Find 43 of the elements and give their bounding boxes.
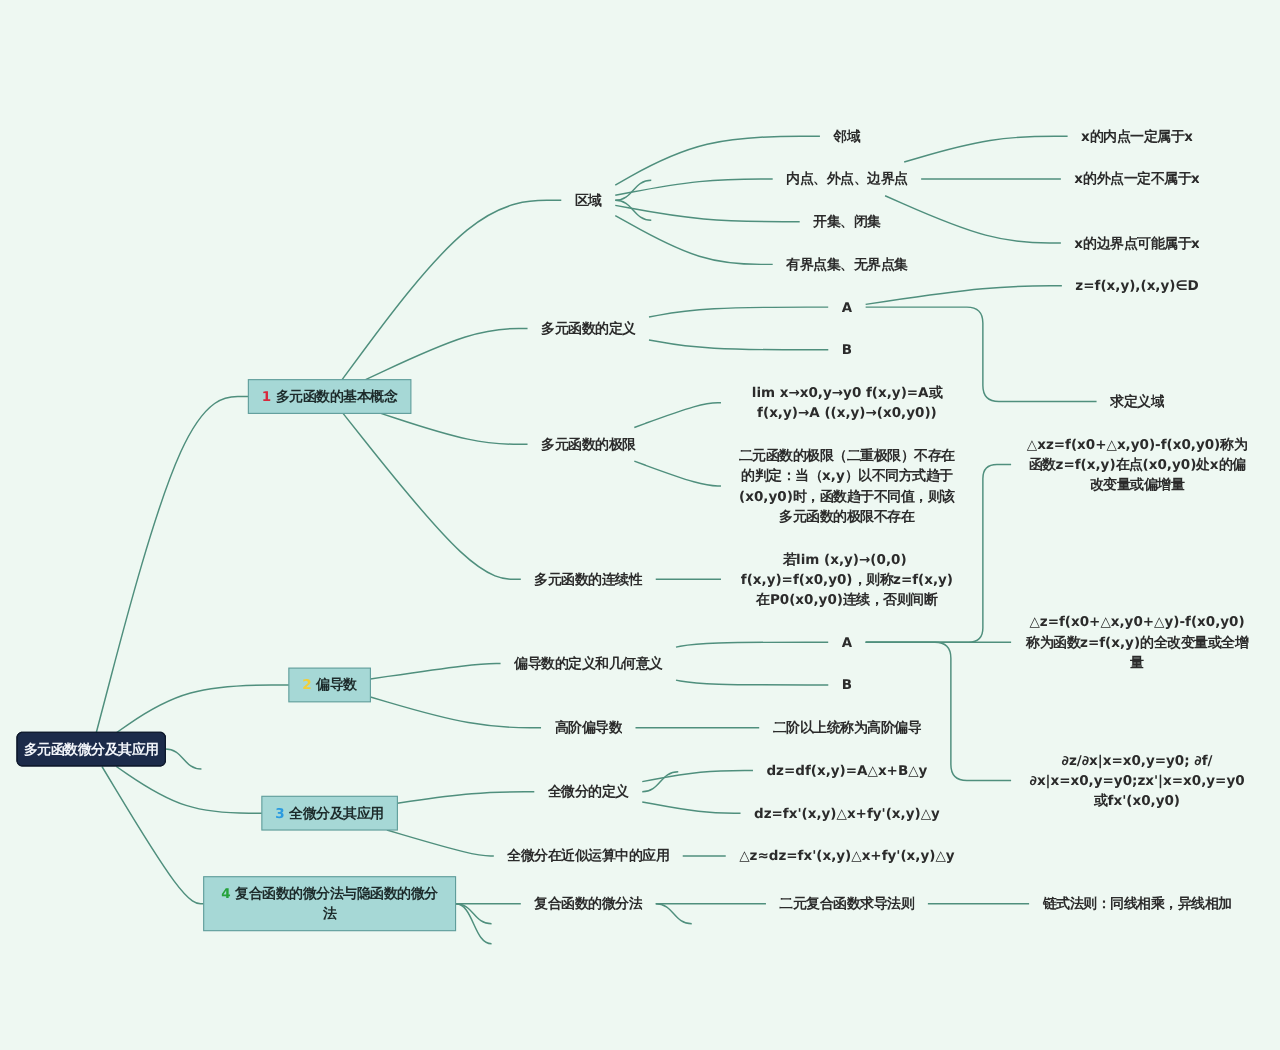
branch-line	[614, 199, 652, 221]
branch-line	[864, 641, 1012, 782]
branch-line	[884, 195, 1062, 244]
branch-line	[454, 902, 493, 925]
branch-line	[655, 578, 722, 580]
branch-line	[614, 204, 801, 223]
branch-line	[115, 765, 263, 814]
branch-line	[364, 327, 529, 381]
branch-line	[927, 902, 1030, 905]
branch-line	[634, 726, 760, 729]
branch-line	[614, 179, 652, 201]
branch-line	[115, 684, 290, 734]
branch-line	[614, 135, 821, 186]
branch-line	[614, 178, 774, 196]
branch-line	[641, 769, 754, 783]
branch-line	[903, 135, 1069, 163]
branch-line	[396, 791, 535, 804]
branch-line	[386, 829, 495, 857]
branch-line	[454, 902, 493, 945]
branch-line	[864, 306, 1098, 403]
branch-line	[369, 662, 502, 680]
branch-line	[454, 902, 522, 905]
branch-line	[341, 199, 562, 381]
branch-line	[369, 696, 542, 729]
branch-line	[95, 395, 250, 734]
branch-line	[633, 460, 722, 487]
branch-line	[675, 641, 829, 648]
branch-line	[675, 679, 829, 686]
branch-line	[633, 401, 722, 429]
branch-line	[920, 178, 1062, 180]
branch-line	[614, 214, 774, 266]
branch-line	[648, 339, 829, 351]
branch-line	[655, 902, 767, 905]
branch-line	[641, 771, 679, 793]
branch-line	[682, 855, 727, 857]
branch-line	[101, 765, 205, 905]
branch-line	[641, 801, 742, 814]
branch-line	[655, 902, 693, 925]
branch-line	[164, 748, 203, 770]
branch-line	[648, 306, 829, 318]
branch-line	[864, 285, 1063, 306]
branch-line	[342, 412, 522, 580]
branch-line	[380, 412, 529, 446]
